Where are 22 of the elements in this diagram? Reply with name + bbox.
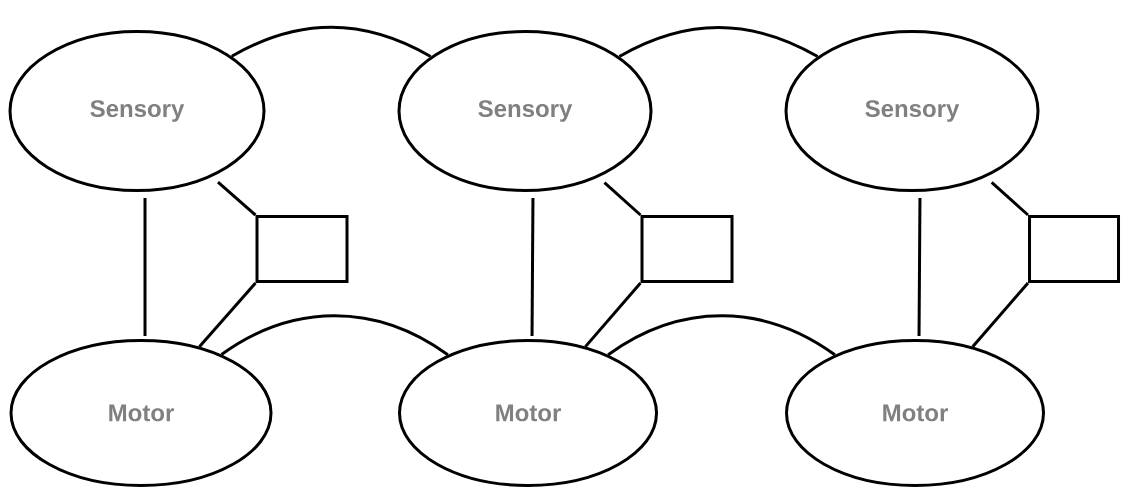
ellipse-node: Sensory xyxy=(8,30,266,192)
connector-line xyxy=(990,181,1029,217)
square-box xyxy=(255,215,349,283)
connector-line xyxy=(607,314,836,356)
square-box xyxy=(640,215,734,283)
connector-line xyxy=(584,282,642,348)
square-box xyxy=(1028,215,1120,283)
connector-line xyxy=(217,180,257,217)
ellipse-node: Sensory xyxy=(397,30,653,192)
connector-line xyxy=(143,198,147,336)
connector-line xyxy=(603,181,642,217)
connector-line xyxy=(198,282,257,348)
ellipse-node: Motor xyxy=(398,339,658,487)
connector-line xyxy=(220,314,449,356)
connector-line xyxy=(618,26,819,58)
ellipse-node: Motor xyxy=(785,339,1045,487)
ellipse-node: Sensory xyxy=(784,30,1040,192)
connector-line xyxy=(971,282,1030,348)
connector-line xyxy=(530,198,535,336)
ellipse-node: Motor xyxy=(9,339,273,487)
connector-line xyxy=(917,198,922,336)
connector-line xyxy=(231,25,432,58)
